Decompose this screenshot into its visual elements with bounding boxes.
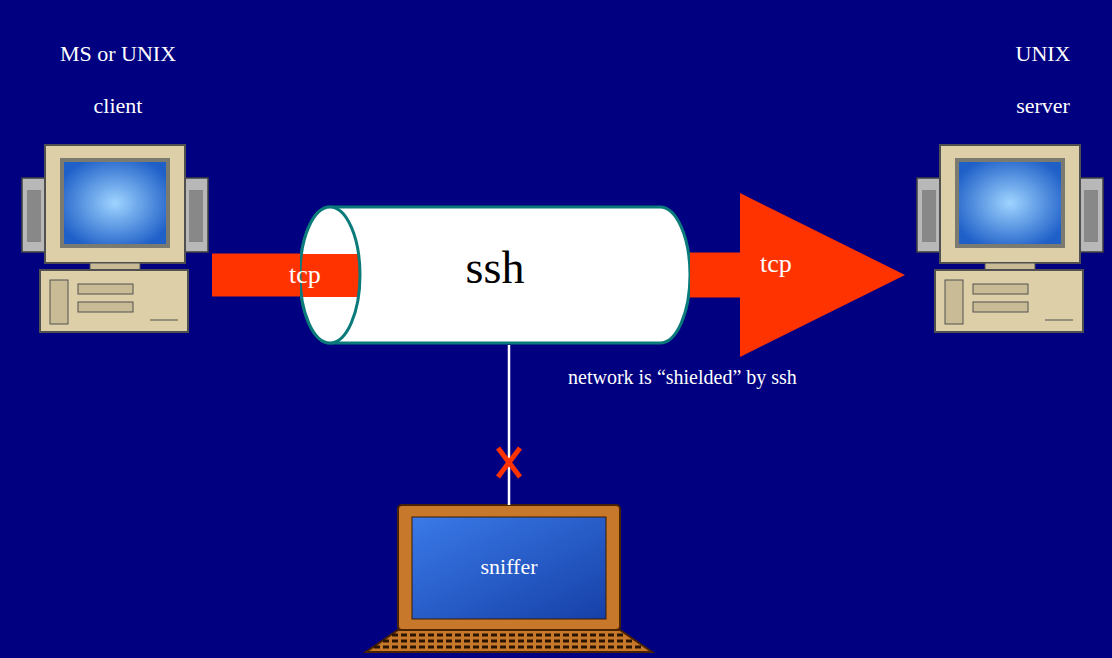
cylinder-body <box>300 207 690 343</box>
server-node: UNIX server <box>905 28 1105 338</box>
tap-line <box>508 345 511 505</box>
cross-stroke <box>498 448 520 477</box>
keyboard-row <box>392 634 626 637</box>
node-text: sniffer <box>419 554 599 580</box>
node-text: MS or UNIX client <box>43 28 193 132</box>
server-computer <box>917 145 1103 332</box>
node-text: ssh <box>395 242 595 294</box>
edge-label: tcp <box>760 249 792 279</box>
client-computer <box>22 145 208 332</box>
laptop <box>366 505 652 652</box>
ssh-tunnel: ssh <box>300 205 690 345</box>
client-node: MS or UNIX client <box>20 28 212 338</box>
cross-stroke <box>498 448 520 477</box>
sniffer-node: sniffer <box>398 505 620 652</box>
tcp-arrow <box>690 193 905 357</box>
edge-label: tcp <box>289 260 321 290</box>
note-label: network is “shielded” by ssh <box>568 366 797 389</box>
keyboard-row <box>374 646 644 649</box>
tcp-arrow <box>212 254 300 297</box>
keyboard-row <box>383 640 635 643</box>
node-text: UNIX server <box>993 28 1093 132</box>
